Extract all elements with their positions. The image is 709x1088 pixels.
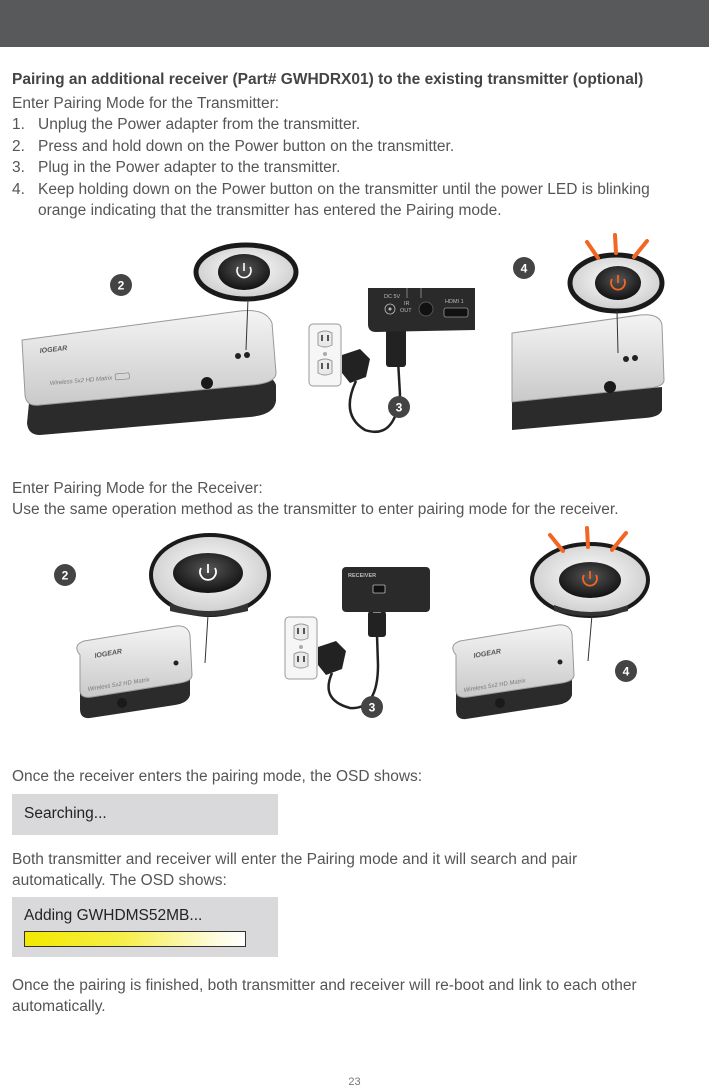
svg-text:IOGEAR: IOGEAR: [94, 648, 122, 660]
step-item: 4.Keep holding down on the Power button …: [12, 180, 650, 220]
step-badge-2: 2: [54, 564, 76, 586]
step-badge-2: 2: [110, 274, 132, 296]
page-number: 23: [348, 1076, 361, 1088]
step-item: 2.Press and hold down on the Power butto…: [12, 137, 455, 155]
osd-intro: Once the receiver enters the pairing mod…: [12, 768, 423, 785]
final-text: Once the pairing is finished, both trans…: [12, 977, 637, 994]
svg-text:3: 3: [396, 401, 403, 415]
svg-text:HDMI 1: HDMI 1: [445, 299, 464, 305]
transmitter-pairing-figure: IOGEAR Wireless 5x2 HD Matrix 2: [21, 233, 665, 435]
step-badge-4: 4: [615, 660, 637, 682]
transmitter-device-pairing: [511, 314, 665, 430]
svg-text:2: 2: [62, 569, 69, 583]
pairing-progress-bar: [24, 931, 246, 947]
svg-text:2: 2: [118, 279, 125, 293]
receiver-intro: Enter Pairing Mode for the Receiver:: [12, 480, 263, 497]
power-icon: [199, 564, 217, 581]
transmitter-steps: 1.Unplug the Power adapter from the tran…: [12, 114, 650, 222]
receiver-device: IOGEAR Wireless 5x2 HD Matrix: [76, 625, 193, 719]
power-plug-icon: [318, 603, 386, 710]
svg-text:3: 3: [369, 701, 376, 715]
step-badge-3: 3: [361, 696, 383, 718]
receiver-device-pairing: IOGEAR Wireless 5x2 HD Matrix: [452, 624, 575, 720]
step-item: 1.Unplug the Power adapter from the tran…: [12, 116, 361, 133]
both-pair-text-2: automatically. The OSD shows:: [12, 872, 227, 889]
outlet-icon: [308, 323, 342, 387]
power-icon: [236, 263, 252, 279]
device-label: Wireless 5x2 HD Matrix: [50, 375, 114, 387]
svg-text:4: 4: [623, 665, 630, 679]
svg-text:DC 5V: DC 5V: [384, 294, 401, 300]
outlet-icon: [284, 616, 318, 680]
power-button-blinking-zoom: [530, 526, 650, 662]
header-bar: [0, 0, 709, 47]
power-button-zoom: [193, 242, 299, 351]
osd-searching-text: Searching...: [24, 805, 107, 822]
power-icon: [610, 275, 626, 291]
receiver-pairing-figure: 2 IOGEAR Wireless 5x2 HD Matrix: [54, 526, 650, 720]
page-heading: Pairing an additional receiver (Part# GW…: [12, 71, 644, 88]
step-badge-4: 4: [513, 257, 535, 279]
power-icon: [582, 571, 598, 587]
step-badge-3: 3: [388, 396, 410, 418]
power-plug-icon: [342, 320, 406, 433]
osd-adding-box: Adding GWHDMS52MB...: [12, 897, 278, 957]
both-pair-text: Both transmitter and receiver will enter…: [12, 851, 578, 868]
svg-text:IR: IR: [404, 301, 410, 307]
svg-text:RECEIVER: RECEIVER: [348, 573, 376, 579]
receiver-instructions: Use the same operation method as the tra…: [12, 501, 619, 518]
receiver-back-panel: RECEIVER: [342, 567, 430, 612]
power-button-zoom: [149, 533, 271, 664]
osd-searching-box: Searching...: [12, 794, 278, 835]
power-button-blinking-zoom: [567, 233, 665, 354]
transmitter-device: IOGEAR Wireless 5x2 HD Matrix: [21, 310, 277, 435]
osd-adding-text: Adding GWHDMS52MB...: [24, 907, 203, 924]
svg-text:OUT: OUT: [400, 308, 412, 314]
transmitter-intro: Enter Pairing Mode for the Transmitter:: [12, 95, 280, 112]
svg-text:4: 4: [521, 262, 528, 276]
svg-text:IOGEAR: IOGEAR: [473, 648, 501, 660]
final-text-2: automatically.: [12, 998, 106, 1015]
transmitter-back-panel: DC 5V IR OUT HDMI 1: [368, 288, 475, 332]
device-logo: IOGEAR: [39, 345, 67, 355]
step-item: 3.Plug in the Power adapter to the trans…: [12, 159, 341, 176]
